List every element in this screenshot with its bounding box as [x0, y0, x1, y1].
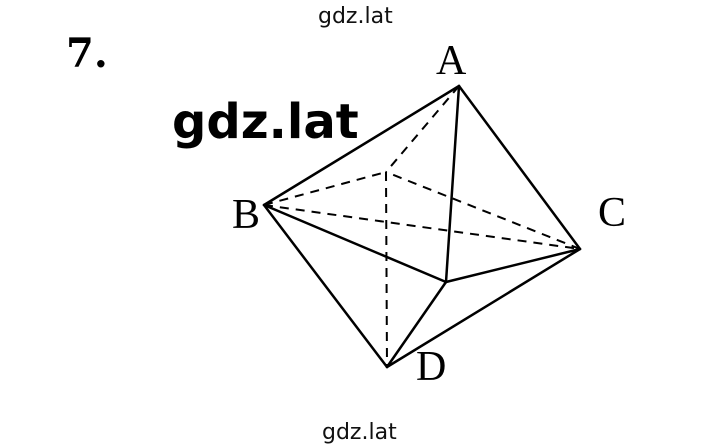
vertex-label-a: A [436, 38, 467, 84]
vertex-label-c: C [598, 190, 627, 236]
edge-b-d [262, 203, 389, 369]
watermark-bottom: gdz.lat [322, 420, 397, 445]
edge-b-c [263, 204, 581, 250]
edge-a-b [262, 84, 461, 207]
watermark-center: gdz.lat [172, 94, 359, 150]
edge-a-c [457, 84, 582, 251]
edge-back-d [385, 171, 388, 368]
edge-a-front [444, 84, 461, 284]
problem-number: 7. [66, 30, 108, 77]
edge-c-back [385, 171, 581, 250]
edge-b-front [262, 203, 448, 284]
vertex-label-d: D [416, 344, 447, 390]
edge-b-back [263, 171, 387, 206]
vertex-label-b: B [232, 192, 261, 238]
watermark-top: gdz.lat [318, 4, 393, 29]
edge-a-back [385, 85, 460, 173]
edge-front-d [385, 280, 448, 369]
edge-c-d [385, 247, 582, 369]
edge-c-front [444, 247, 582, 284]
